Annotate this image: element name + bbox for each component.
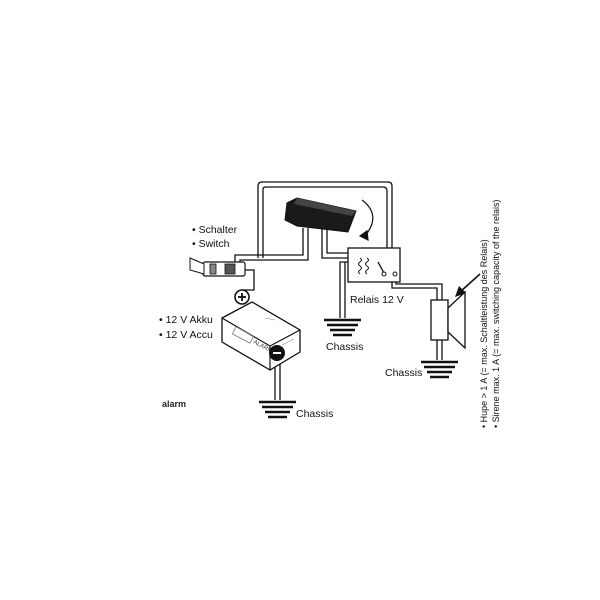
note-siren-en: • Sirene max. 1 A (= max. switching capa… [491,199,501,429]
battery-plus-terminal [234,289,250,305]
chassis-battery-label: Chassis [296,408,334,420]
chassis-relay-label: Chassis [326,341,364,353]
siren-unit [284,197,357,233]
horn-ground-wire [436,340,443,360]
ground-symbol-relay [324,318,361,337]
toggle-switch[interactable] [189,257,246,277]
battery-label-en: • 12 V Accu [159,329,213,341]
horn-icon [430,290,466,350]
top-loop-wire [257,181,393,258]
siren-wires [234,228,352,268]
battery: ALARM [221,301,301,371]
ground-symbol-horn [421,360,458,379]
relay-box [347,247,401,283]
ground-symbol-battery [259,400,296,419]
note-horn-de: • Hupe > 1 A (= max. Schaltleistung des … [479,239,489,428]
switch-label-de: • Schalter [192,224,238,236]
relay-label: Relais 12 V [350,294,404,306]
battery-label-de: • 12 V Akku [159,314,213,326]
rotation-arrow-icon [358,199,374,242]
switch-label-en: • Switch [192,238,230,250]
switch-battery-wire [242,269,255,291]
battery-minus-terminal [269,345,285,361]
chassis-horn-label: Chassis [385,367,423,379]
pointer-arrow-icon [455,273,481,297]
brand-logo: alarm [162,399,187,409]
